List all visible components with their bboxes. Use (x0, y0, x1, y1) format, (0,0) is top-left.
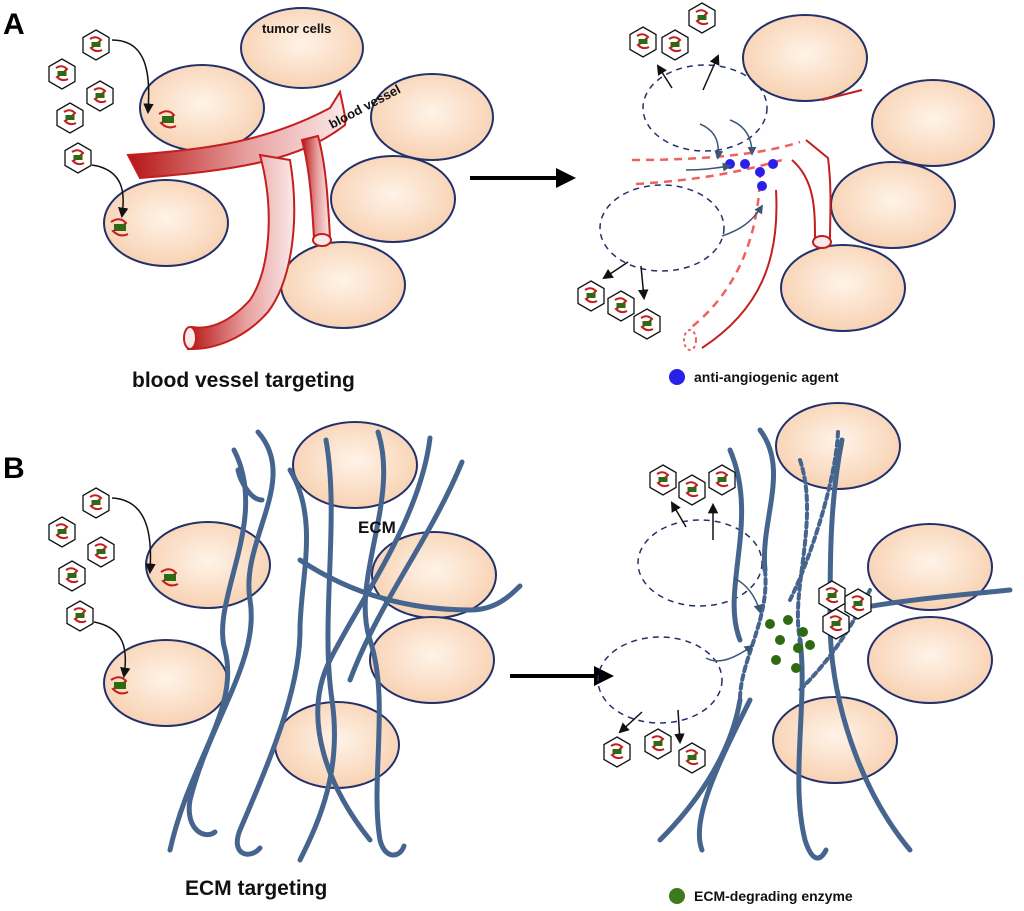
panel-b-letter: B (3, 452, 25, 485)
nanoparticle (82, 29, 110, 61)
nanoparticle-group (48, 29, 114, 174)
flow-arrows (705, 577, 763, 662)
tumor-cell (871, 79, 995, 167)
nanoparticle (633, 308, 661, 340)
released-particles (577, 2, 716, 340)
nanoparticle (844, 588, 872, 620)
uptake-arrow (111, 497, 156, 575)
nanoparticle (82, 487, 110, 519)
tumor-cell (830, 161, 956, 249)
tumor-cell (371, 531, 497, 619)
nanoparticle (678, 474, 706, 506)
nanoparticle (48, 516, 76, 548)
nanoparticle (708, 464, 736, 496)
depleted-cell (642, 64, 768, 152)
tumor-cell (742, 14, 868, 102)
uptake-arrow (91, 164, 129, 219)
regressed-vessel (631, 89, 863, 351)
panel-b-legend: ECM-degrading enzyme (669, 888, 853, 904)
tumor-cell (330, 155, 456, 243)
nanoparticle (822, 608, 850, 640)
blood-vessel (126, 89, 347, 351)
depleted-cell (637, 519, 763, 607)
anti-angiogenic-dots (725, 159, 778, 191)
nanoparticle (56, 102, 84, 134)
nanoparticle (661, 29, 689, 61)
nanoparticle (629, 26, 657, 58)
flow-arrows (685, 119, 763, 237)
nanoparticle (688, 2, 716, 34)
nanoparticle (58, 560, 86, 592)
nanoparticle (644, 728, 672, 760)
tumor-cell (280, 241, 406, 329)
nanoparticle (87, 536, 115, 568)
nanoparticle (48, 58, 76, 90)
tumor-cell (369, 616, 495, 704)
panel-a-letter: A (3, 8, 25, 41)
tumor-cell (240, 7, 364, 89)
nanoparticle (603, 736, 631, 768)
nanoparticle (577, 280, 605, 312)
panel-a: A (3, 2, 995, 392)
legend-label-ecm-degrading: ECM-degrading enzyme (694, 888, 853, 904)
panel-a-right-cells (599, 14, 995, 332)
uptake-arrow (93, 621, 131, 679)
legend-marker-anti-angiogenic (669, 369, 685, 385)
depleted-cell (597, 636, 723, 724)
tumor-cell (292, 421, 418, 509)
internalized-particles (110, 568, 179, 695)
ecm-degrading-dots (765, 615, 815, 673)
tumor-cells-label: tumor cells (262, 21, 331, 36)
uptake-arrow (111, 39, 154, 115)
nanoparticle-group (48, 487, 115, 632)
panel-b-caption: ECM targeting (185, 877, 327, 900)
legend-label-anti-angiogenic: anti-angiogenic agent (694, 369, 839, 385)
ecm-label: ECM (358, 518, 396, 537)
legend-marker-ecm-degrading (669, 888, 685, 904)
tumor-cell (772, 696, 898, 784)
tumor-cell (867, 616, 993, 704)
nanoparticle (607, 290, 635, 322)
panel-a-caption: blood vessel targeting (132, 369, 355, 392)
panel-a-left-cells (103, 7, 494, 329)
nanoparticle (86, 80, 114, 112)
tumor-cell (370, 73, 494, 161)
nanoparticle (64, 142, 92, 174)
depleted-cell (599, 184, 725, 272)
ecm-fibers (167, 429, 523, 863)
internalized-particles (110, 110, 177, 237)
tumor-cell (867, 523, 993, 611)
tumor-cell (139, 64, 265, 152)
tumor-cell (103, 179, 229, 267)
nanoparticle (66, 600, 94, 632)
nanoparticle (818, 580, 846, 612)
release-arrows (618, 501, 719, 745)
tumor-cell (780, 244, 906, 332)
release-arrows (602, 54, 720, 301)
nanoparticle (678, 742, 706, 774)
panel-a-legend: anti-angiogenic agent (669, 369, 839, 385)
nanoparticle (649, 464, 677, 496)
panel-b: B (3, 402, 1013, 904)
